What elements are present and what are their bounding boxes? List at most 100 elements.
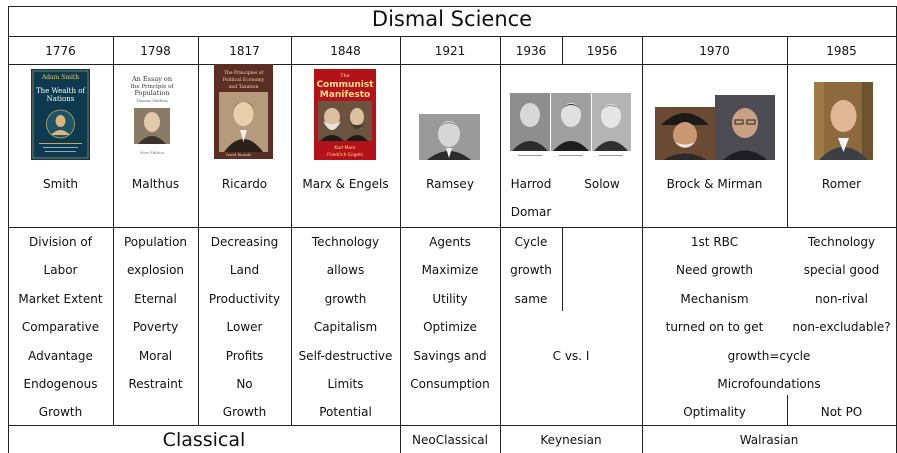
name-brock-mirman: Brock & Mirman	[666, 177, 763, 191]
col-sep	[198, 36, 199, 425]
rule-title	[8, 36, 897, 37]
idea-smith: Advantage	[28, 349, 93, 363]
col-sep	[787, 36, 788, 227]
col-sep	[562, 227, 563, 311]
col-sep	[400, 36, 401, 453]
svg-text:the Principle of: the Principle of	[131, 84, 175, 90]
svg-text:Karl Marx: Karl Marx	[334, 145, 356, 151]
idea-growth-cycle: growth=cycle	[727, 349, 811, 363]
year-1956: 1956	[586, 44, 618, 58]
svg-text:The Principles of: The Principles of	[224, 70, 264, 76]
school-classical: Classical	[162, 429, 246, 451]
rule-ideas	[8, 425, 897, 426]
idea-malthus: Eternal	[134, 292, 177, 306]
wealth-of-nations-cover: Adam Smith The Wealth of Nations	[31, 69, 90, 160]
name-harrod: Harrod	[510, 177, 552, 191]
year-1776: 1776	[45, 44, 76, 58]
idea-harrod: growth	[510, 263, 552, 277]
idea-smith: Endogenous	[23, 377, 98, 391]
idea-microfoundations: Microfoundations	[717, 377, 821, 391]
communist-manifesto-cover: The Communist Manifesto Karl Marx Friedr…	[314, 69, 376, 160]
svg-text:Political Economy: Political Economy	[223, 77, 265, 83]
idea-marx: Potential	[319, 405, 372, 419]
idea-optimality: Optimality	[683, 405, 746, 419]
year-1936: 1936	[515, 44, 547, 58]
idea-malthus: Moral	[138, 349, 173, 363]
idea-ramsey: Consumption	[410, 377, 490, 391]
col-sep	[291, 36, 292, 425]
table-title: Dismal Science	[371, 7, 533, 31]
svg-text:Population: Population	[134, 89, 169, 97]
idea-ricardo: Decreasing	[210, 235, 279, 249]
svg-text:The: The	[340, 73, 350, 79]
name-ricardo: Ricardo	[221, 177, 268, 191]
col-sep	[113, 36, 114, 425]
idea-brock: Mechanism	[680, 292, 749, 306]
svg-text:An Essay on: An Essay on	[131, 75, 172, 83]
rule-names	[8, 227, 897, 228]
idea-romer: special good	[803, 263, 880, 277]
idea-harrod: Cycle	[514, 235, 548, 249]
year-1921: 1921	[434, 44, 466, 58]
idea-ramsey: Optimize	[423, 320, 477, 334]
name-domar: Domar	[510, 205, 552, 219]
idea-smith: Comparative	[21, 320, 100, 334]
idea-smith: Labor	[43, 263, 78, 277]
idea-not-po: Not PO	[820, 405, 863, 419]
year-1798: 1798	[140, 44, 171, 58]
idea-malthus: Poverty	[132, 320, 179, 334]
year-1985: 1985	[826, 44, 857, 58]
svg-text:David Ricardo: David Ricardo	[226, 153, 251, 157]
idea-ricardo: Growth	[222, 405, 267, 419]
year-1848: 1848	[330, 44, 361, 58]
name-romer: Romer	[821, 177, 862, 191]
idea-ricardo: Productivity	[208, 292, 281, 306]
ramsey-portrait	[419, 114, 480, 160]
idea-brock: turned on to get	[665, 320, 764, 334]
col-sep	[787, 395, 788, 425]
idea-romer: non-excludable?	[792, 320, 891, 334]
idea-marx: Capitalism	[313, 320, 378, 334]
name-smith: Smith	[43, 177, 78, 191]
brock-mirman-portraits	[655, 95, 775, 160]
idea-malthus: explosion	[126, 263, 185, 277]
idea-marx: allows	[326, 263, 365, 277]
principles-of-political-economy-cover: The Principles of Political Economy and …	[214, 64, 273, 159]
school-walrasian: Walrasian	[739, 433, 799, 447]
svg-text:Thomas Malthus: Thomas Malthus	[136, 98, 168, 103]
name-ramsey: Ramsey	[426, 177, 474, 191]
idea-harrod: same	[514, 292, 548, 306]
idea-brock: Need growth	[676, 263, 753, 277]
idea-smith: Growth	[38, 405, 83, 419]
col-sep	[642, 36, 643, 453]
svg-text:The Wealth of: The Wealth of	[36, 87, 86, 95]
idea-ramsey: Utility	[432, 292, 468, 306]
idea-ricardo: Profits	[225, 349, 264, 363]
svg-text:and Taxation: and Taxation	[229, 84, 259, 90]
name-malthus: Malthus	[131, 177, 180, 191]
name-marx-engels: Marx & Engels	[302, 177, 389, 191]
col-sep	[562, 36, 563, 65]
year-1970: 1970	[699, 44, 730, 58]
name-solow: Solow	[584, 177, 620, 191]
rule-left	[8, 6, 9, 453]
harrod-domar-solow-portraits	[510, 93, 631, 160]
school-neoclassical: NeoClassical	[412, 433, 488, 447]
idea-c-vs-i: C vs. I	[552, 349, 590, 363]
idea-smith: Division of	[29, 235, 92, 249]
idea-romer: Technology	[807, 235, 876, 249]
idea-marx: Limits	[327, 377, 364, 391]
idea-malthus: Population	[123, 235, 188, 249]
idea-malthus: Restraint	[128, 377, 183, 391]
romer-portrait	[814, 82, 873, 160]
idea-ramsey: Maximize	[421, 263, 479, 277]
col-sep	[500, 36, 501, 453]
rule-years	[8, 64, 897, 65]
svg-text:Nations: Nations	[47, 95, 75, 103]
idea-ricardo: Land	[229, 263, 260, 277]
idea-marx: Technology	[311, 235, 380, 249]
idea-smith: Market Extent	[18, 292, 103, 306]
svg-text:Communist: Communist	[316, 80, 374, 90]
year-1817: 1817	[229, 44, 260, 58]
